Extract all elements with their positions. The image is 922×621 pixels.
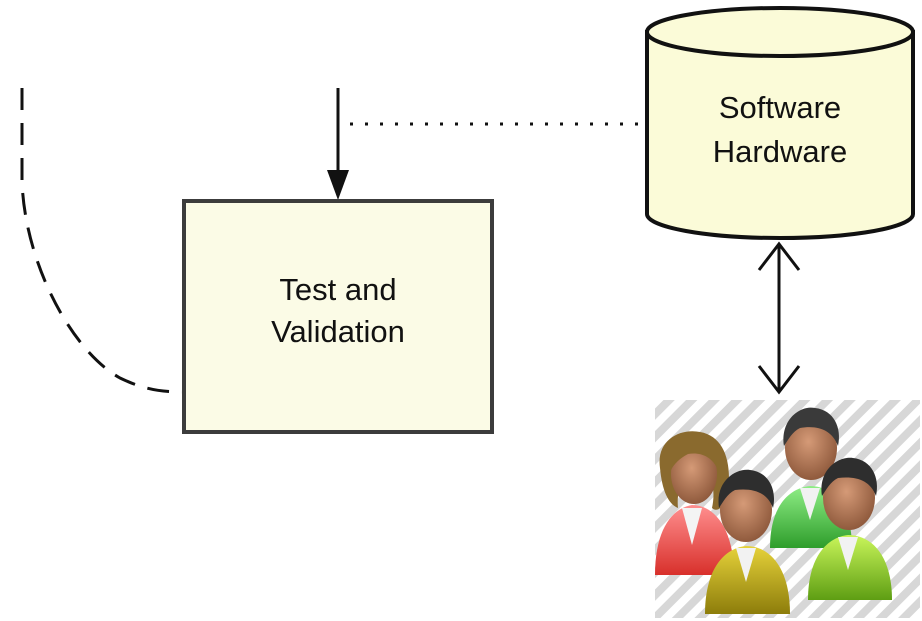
user-icon-lime [808,457,892,600]
test-and-validation-label-line2: Validation [271,314,405,349]
datastore-label-line2: Hardware [713,134,847,169]
dashed-connector [20,88,185,394]
incoming-arrow [327,88,349,200]
software-hardware-datastore: Software Hardware [645,6,915,240]
user-icon-olive [705,469,790,614]
test-and-validation-box: Test and Validation [182,199,494,434]
datastore-label-line1: Software [719,90,841,125]
test-and-validation-label-line1: Test and [279,272,396,307]
users-group-icon [655,400,920,618]
bidirectional-arrow [757,241,801,395]
user-icon-red [655,431,734,575]
